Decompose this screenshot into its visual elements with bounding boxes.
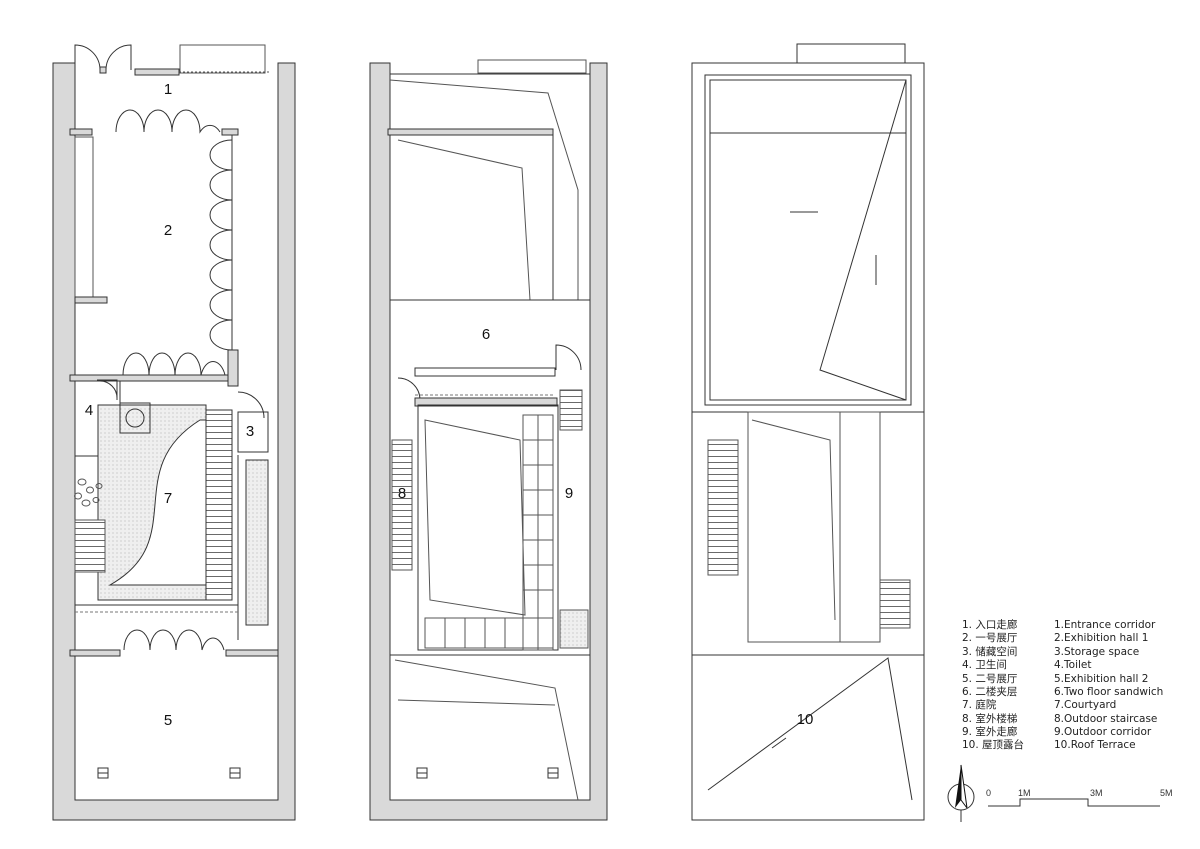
room-label-2: 2 xyxy=(164,222,172,239)
legend-en-4: 4.Toilet xyxy=(1054,659,1091,671)
room-label-4: 4 xyxy=(85,402,93,419)
legend-cn-9: 9. 室外走廊 xyxy=(962,725,1017,738)
legend-en-5: 5.Exhibition hall 2 xyxy=(1054,673,1148,685)
roof-plan: 10 xyxy=(691,43,925,821)
scale-tick-0: 0 xyxy=(986,788,991,798)
legend-cn-10: 10. 屋顶露台 xyxy=(962,738,1024,751)
legend-cn-1: 1. 入口走廊 xyxy=(962,618,1017,631)
legend-en-6: 6.Two floor sandwich xyxy=(1054,686,1163,698)
legend-en-10: 10.Roof Terrace xyxy=(1054,739,1136,751)
scale-bar: 0 1M 3M 5M xyxy=(986,788,1173,807)
scale-tick-3m: 3M xyxy=(1090,788,1103,798)
room-label-10: 10 xyxy=(797,711,814,728)
north-arrow-icon xyxy=(947,764,975,822)
room-label-3: 3 xyxy=(246,423,254,440)
legend-en-8: 8.Outdoor staircase xyxy=(1054,713,1157,725)
legend-en-3: 3.Storage space xyxy=(1054,646,1139,658)
scale-tick-5m: 5M xyxy=(1160,788,1173,798)
legend-en-2: 2.Exhibition hall 1 xyxy=(1054,632,1148,644)
room-label-7: 7 xyxy=(164,490,172,507)
legend-en-7: 7.Courtyard xyxy=(1054,699,1116,711)
legend-en-9: 9.Outdoor corridor xyxy=(1054,726,1152,738)
ground-floor-walls xyxy=(52,62,296,821)
legend-cn-8: 8. 室外楼梯 xyxy=(962,712,1017,725)
room-label-9: 9 xyxy=(565,485,573,502)
legend-cn-2: 2. 一号展厅 xyxy=(962,632,1017,644)
room-label-1: 1 xyxy=(164,81,172,98)
legend-cn-3: 3. 储藏空间 xyxy=(962,645,1017,658)
legend-cn-6: 6. 二楼夹层 xyxy=(962,685,1017,698)
room-label-8: 8 xyxy=(398,485,406,502)
legend-en-1: 1.Entrance corridor xyxy=(1054,619,1156,631)
ground-floor-plan: 1 2 3 4 5 7 xyxy=(52,44,296,821)
room-label-5: 5 xyxy=(164,712,172,729)
legend-cn-7: 7. 庭院 xyxy=(962,698,997,711)
second-floor-walls xyxy=(369,62,608,821)
scale-tick-1m: 1M xyxy=(1018,788,1031,798)
legend-cn-4: 4. 卫生间 xyxy=(962,658,1007,671)
room-label-6: 6 xyxy=(482,326,490,343)
legend-cn-5: 5. 二号展厅 xyxy=(962,673,1017,685)
legend: 1. 入口走廊 2. 一号展厅 3. 储藏空间 4. 卫生间 5. 二号展厅 6… xyxy=(962,618,1163,751)
second-floor-plan: 6 8 9 xyxy=(369,59,608,821)
